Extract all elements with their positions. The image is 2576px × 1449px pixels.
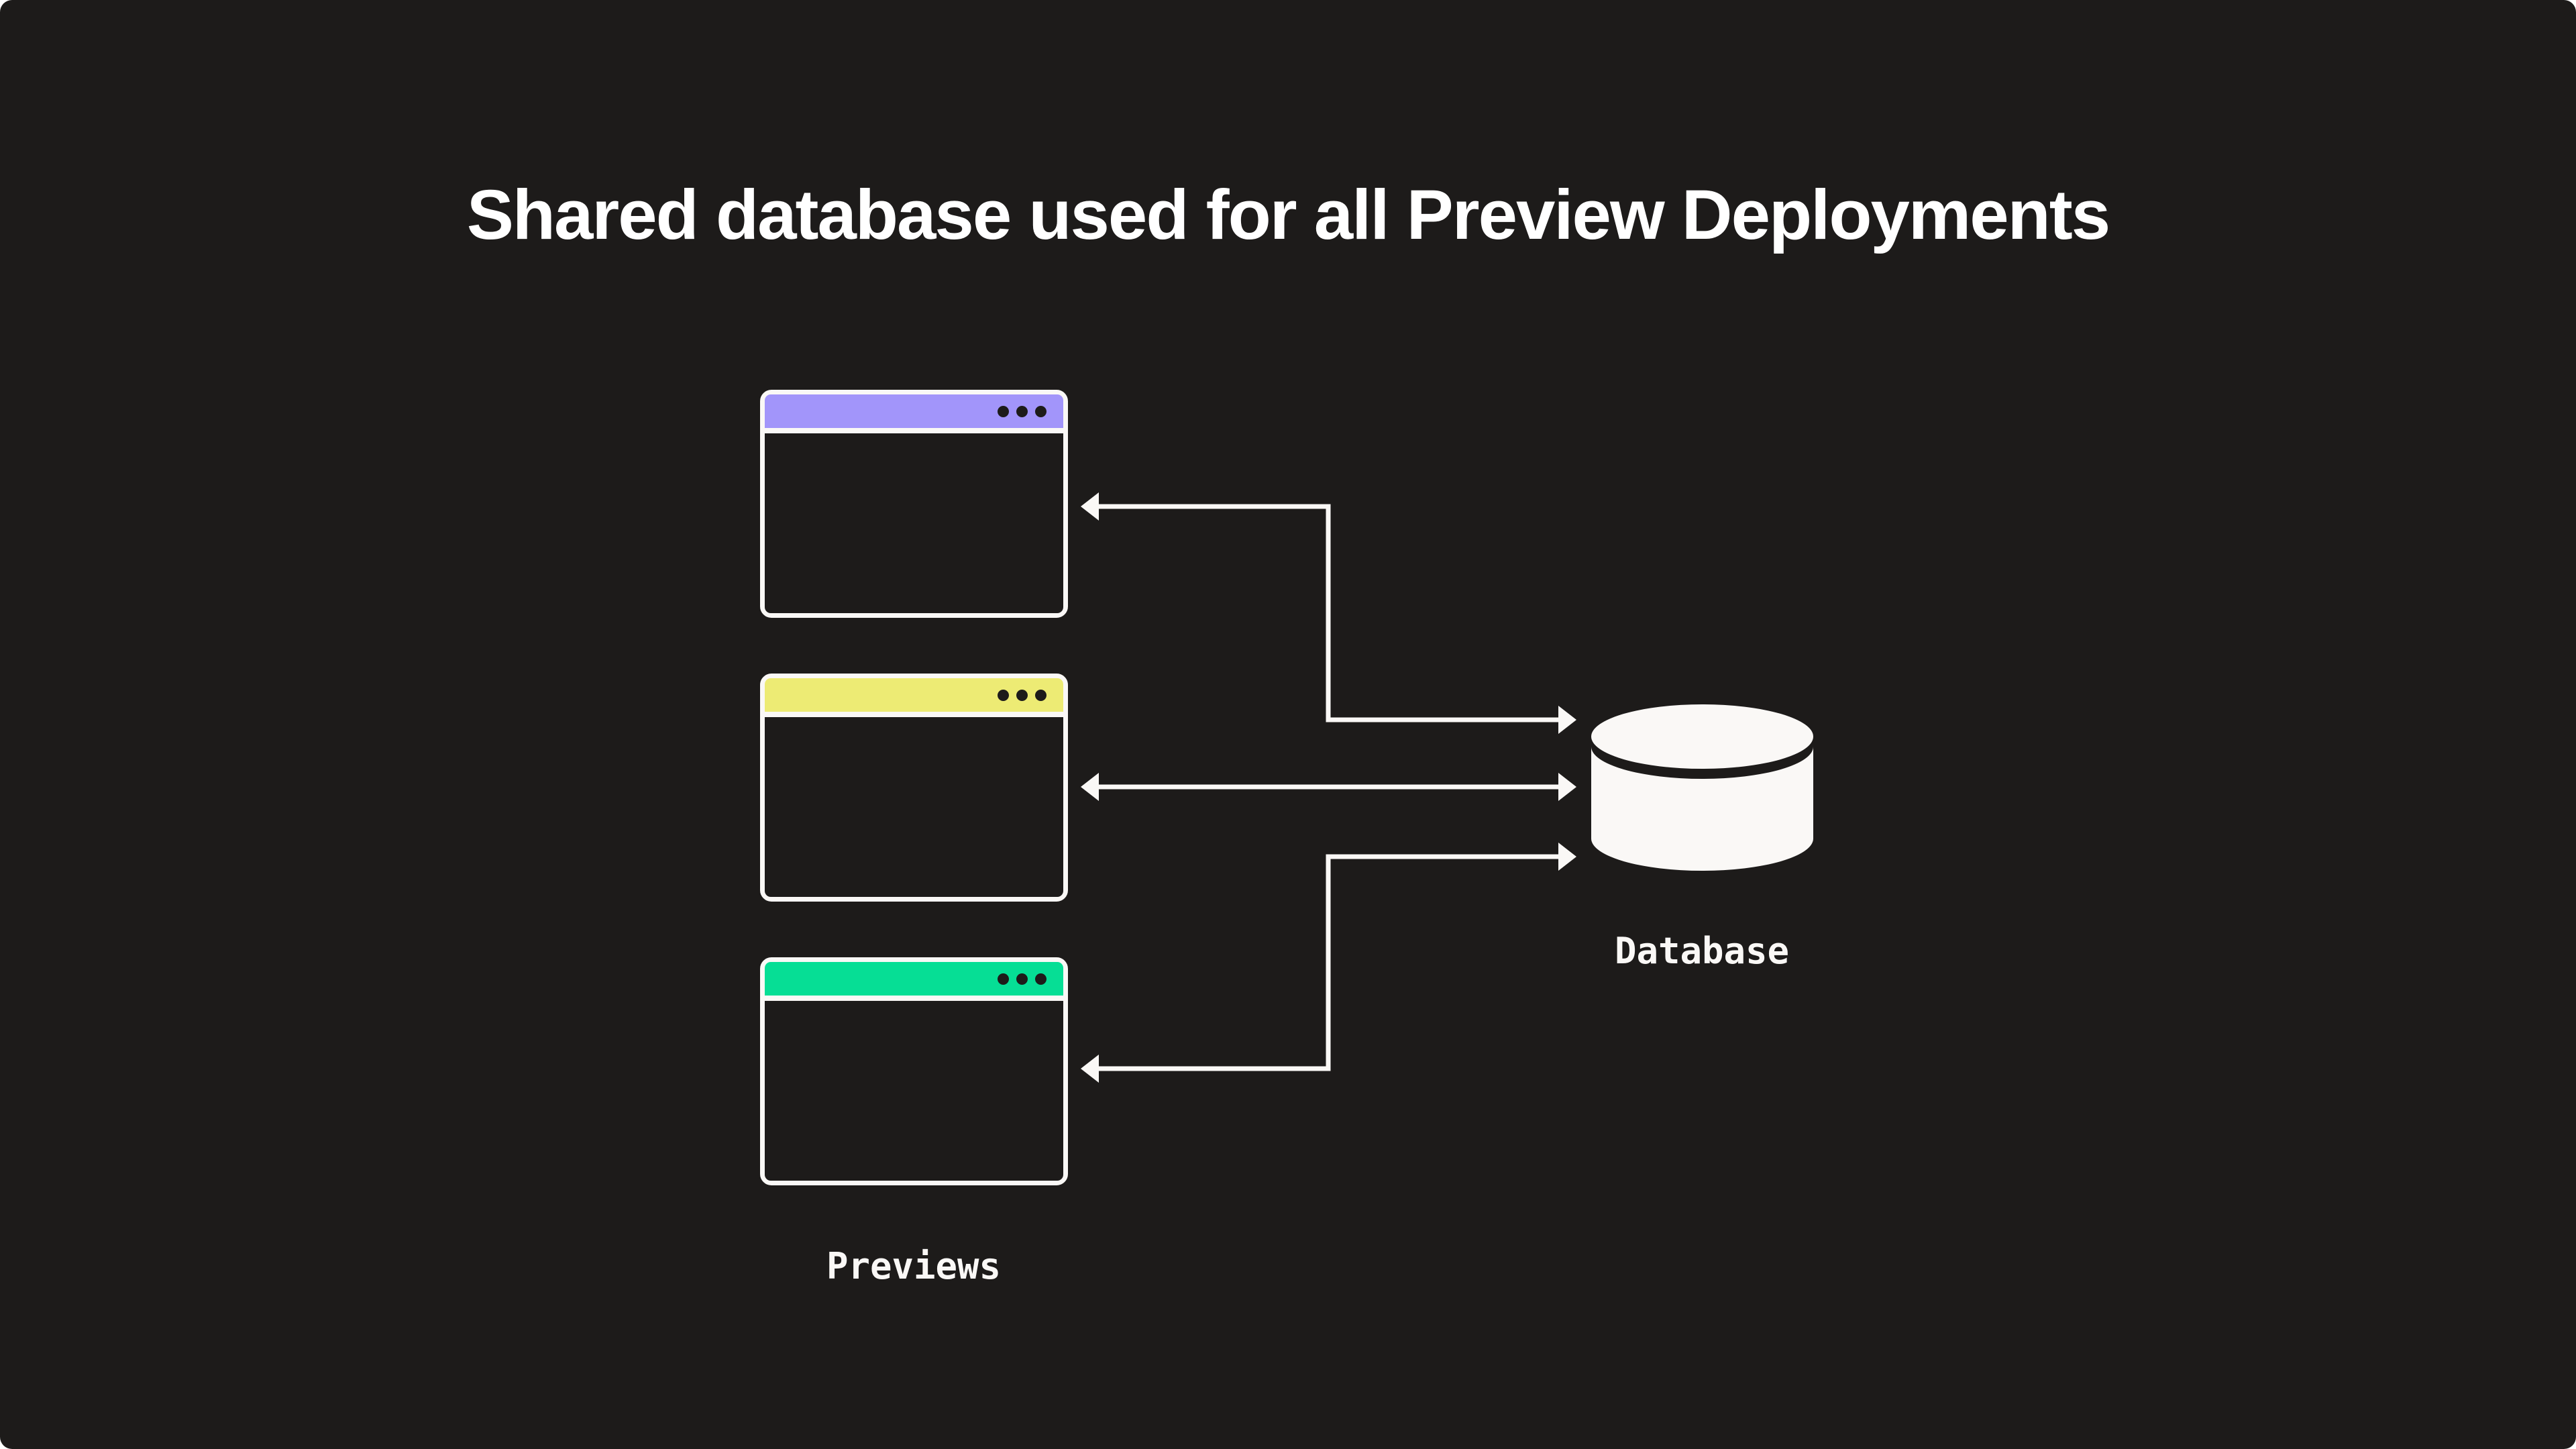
database-label: Database	[1614, 930, 1790, 972]
window-dot-icon	[998, 405, 1009, 417]
preview-window-1-titlebar	[765, 394, 1063, 428]
preview-window-2	[760, 674, 1068, 902]
arrowhead-left-icon	[1081, 492, 1099, 521]
window-dot-icon	[1035, 405, 1046, 417]
arrowhead-left-icon	[1081, 1055, 1099, 1083]
preview-window-2-titlebar	[765, 678, 1063, 712]
connector-preview1-database	[1081, 492, 1576, 734]
connector-preview2-database	[1081, 773, 1576, 801]
preview-window-3-titlebar	[765, 962, 1063, 996]
preview-window-2-body	[765, 717, 1063, 897]
window-dot-icon	[998, 689, 1009, 701]
window-control-dots	[998, 973, 1046, 985]
window-dot-icon	[1016, 973, 1028, 985]
preview-window-3	[760, 957, 1068, 1185]
window-dot-icon	[1035, 973, 1046, 985]
arrowhead-left-icon	[1081, 773, 1099, 801]
arrowhead-right-icon	[1558, 773, 1576, 801]
window-control-dots	[998, 689, 1046, 701]
arrowhead-right-icon	[1558, 706, 1576, 734]
preview-window-3-body	[765, 1001, 1063, 1181]
preview-window-1-body	[765, 433, 1063, 613]
window-control-dots	[998, 405, 1046, 417]
window-dot-icon	[1035, 689, 1046, 701]
window-dot-icon	[998, 973, 1009, 985]
preview-window-1	[760, 390, 1068, 618]
previews-label: Previews	[826, 1245, 1002, 1287]
page-title: Shared database used for all Preview Dep…	[466, 176, 2110, 254]
window-dot-icon	[1016, 405, 1028, 417]
window-dot-icon	[1016, 689, 1028, 701]
arrowhead-right-icon	[1558, 843, 1576, 871]
database-icon	[1591, 704, 1813, 871]
